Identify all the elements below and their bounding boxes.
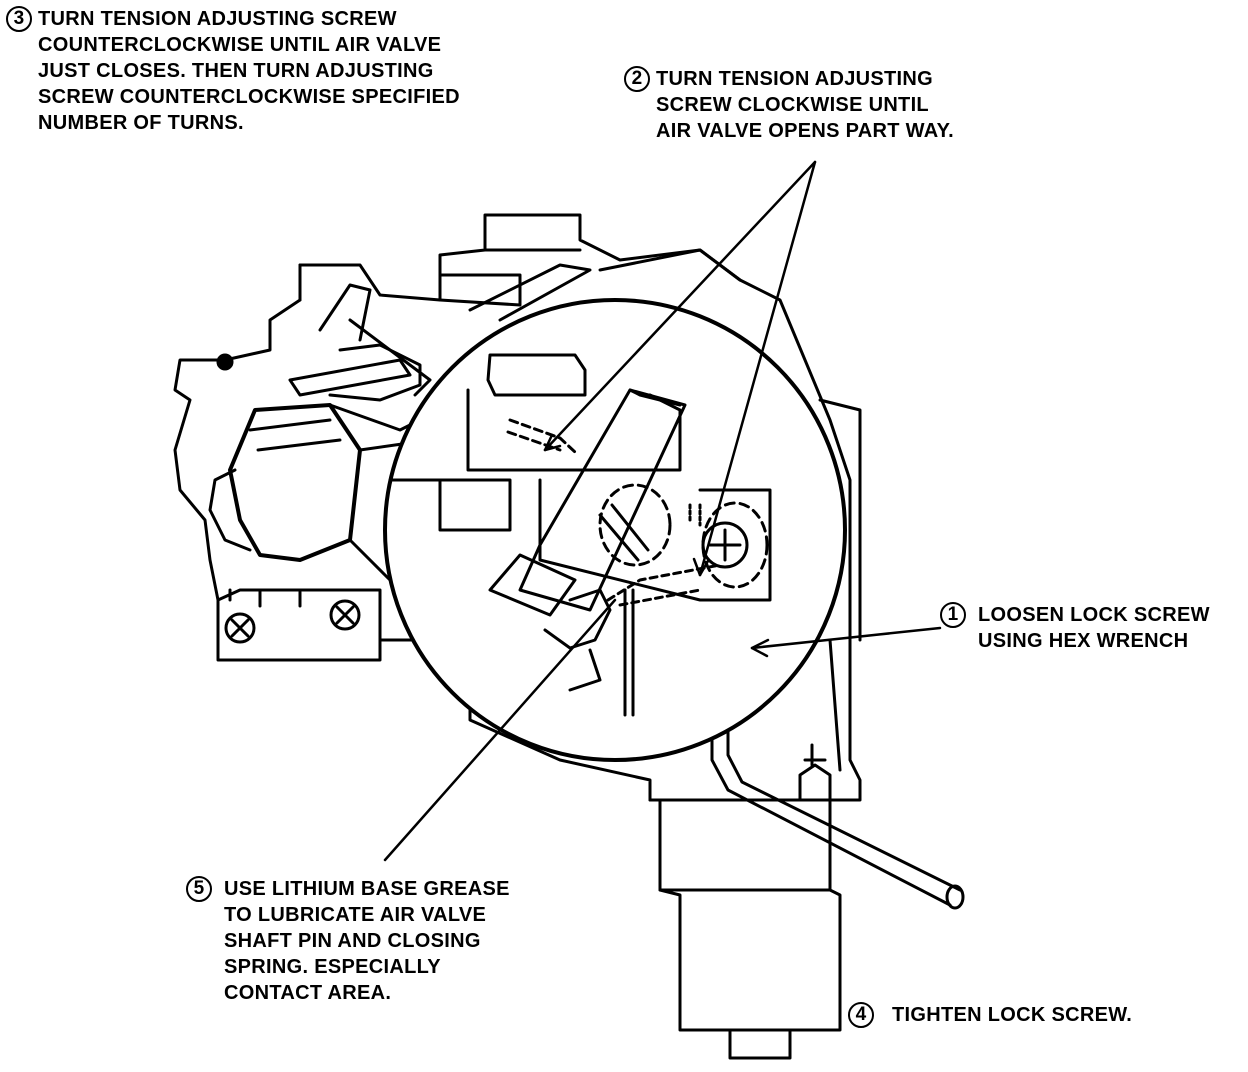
step-1-line-1: LOOSEN LOCK SCREW [978,604,1210,626]
upper-linkage [348,263,592,397]
step-3-line-4: SCREW COUNTERCLOCKWISE SPECIFIED [38,86,460,108]
step-3-line-3: JUST CLOSES. THEN TURN ADJUSTING [38,60,434,82]
step-1-text: LOOSEN LOCK SCREW USING HEX WRENCH [978,602,1210,654]
step-3-line-2: COUNTERCLOCKWISE UNTIL AIR VALVE [38,34,442,56]
step-4-line-1: TIGHTEN LOCK SCREW. [892,1004,1133,1026]
callout-step-3: 3 TURN TENSION ADJUSTING SCREW COUNTERCL… [6,6,566,146]
step-number-2: 2 [624,66,650,92]
step-number-1: 1 [940,602,966,628]
step-5-line-1: USE LITHIUM BASE GREASE [224,878,510,900]
magnified-detail-circle [383,298,847,762]
step-3-text: TURN TENSION ADJUSTING SCREW COUNTERCLOC… [38,6,460,136]
vacuum-break [208,283,432,582]
step-5-line-3: SHAFT PIN AND CLOSING [224,930,481,952]
step-2-line-1: TURN TENSION ADJUSTING [656,68,933,90]
step-5-text: USE LITHIUM BASE GREASE TO LUBRICATE AIR… [224,876,510,1006]
step-2-text: TURN TENSION ADJUSTING SCREW CLOCKWISE U… [656,66,954,144]
callout-step-2: 2 TURN TENSION ADJUSTING SCREW CLOCKWISE… [624,66,1024,150]
step-3-line-1: TURN TENSION ADJUSTING SCREW [38,8,397,30]
step-number-4: 4 [848,1002,874,1028]
step-5-line-2: TO LUBRICATE AIR VALVE [224,904,487,926]
choke-housing [648,743,842,1060]
step-4-text: TIGHTEN LOCK SCREW. [892,1002,1132,1028]
callout-step-4: 4 TIGHTEN LOCK SCREW. [848,1002,1188,1032]
step-5-line-5: CONTACT AREA. [224,982,392,1004]
step-2-line-2: SCREW CLOCKWISE UNTIL [656,94,929,116]
callout-step-1: 1 LOOSEN LOCK SCREW USING HEX WRENCH [940,602,1240,658]
leader-lines [383,160,942,862]
carburetor-body [173,213,862,802]
callout-step-5: 5 USE LITHIUM BASE GREASE TO LUBRICATE A… [186,876,586,1011]
step-5-line-4: SPRING. ESPECIALLY [224,956,441,978]
step-1-line-2: USING HEX WRENCH [978,630,1189,652]
step-number-5: 5 [186,876,212,902]
step-3-line-5: NUMBER OF TURNS. [38,112,244,134]
step-2-line-3: AIR VALVE OPENS PART WAY. [656,120,954,142]
step-number-3: 3 [6,6,32,32]
